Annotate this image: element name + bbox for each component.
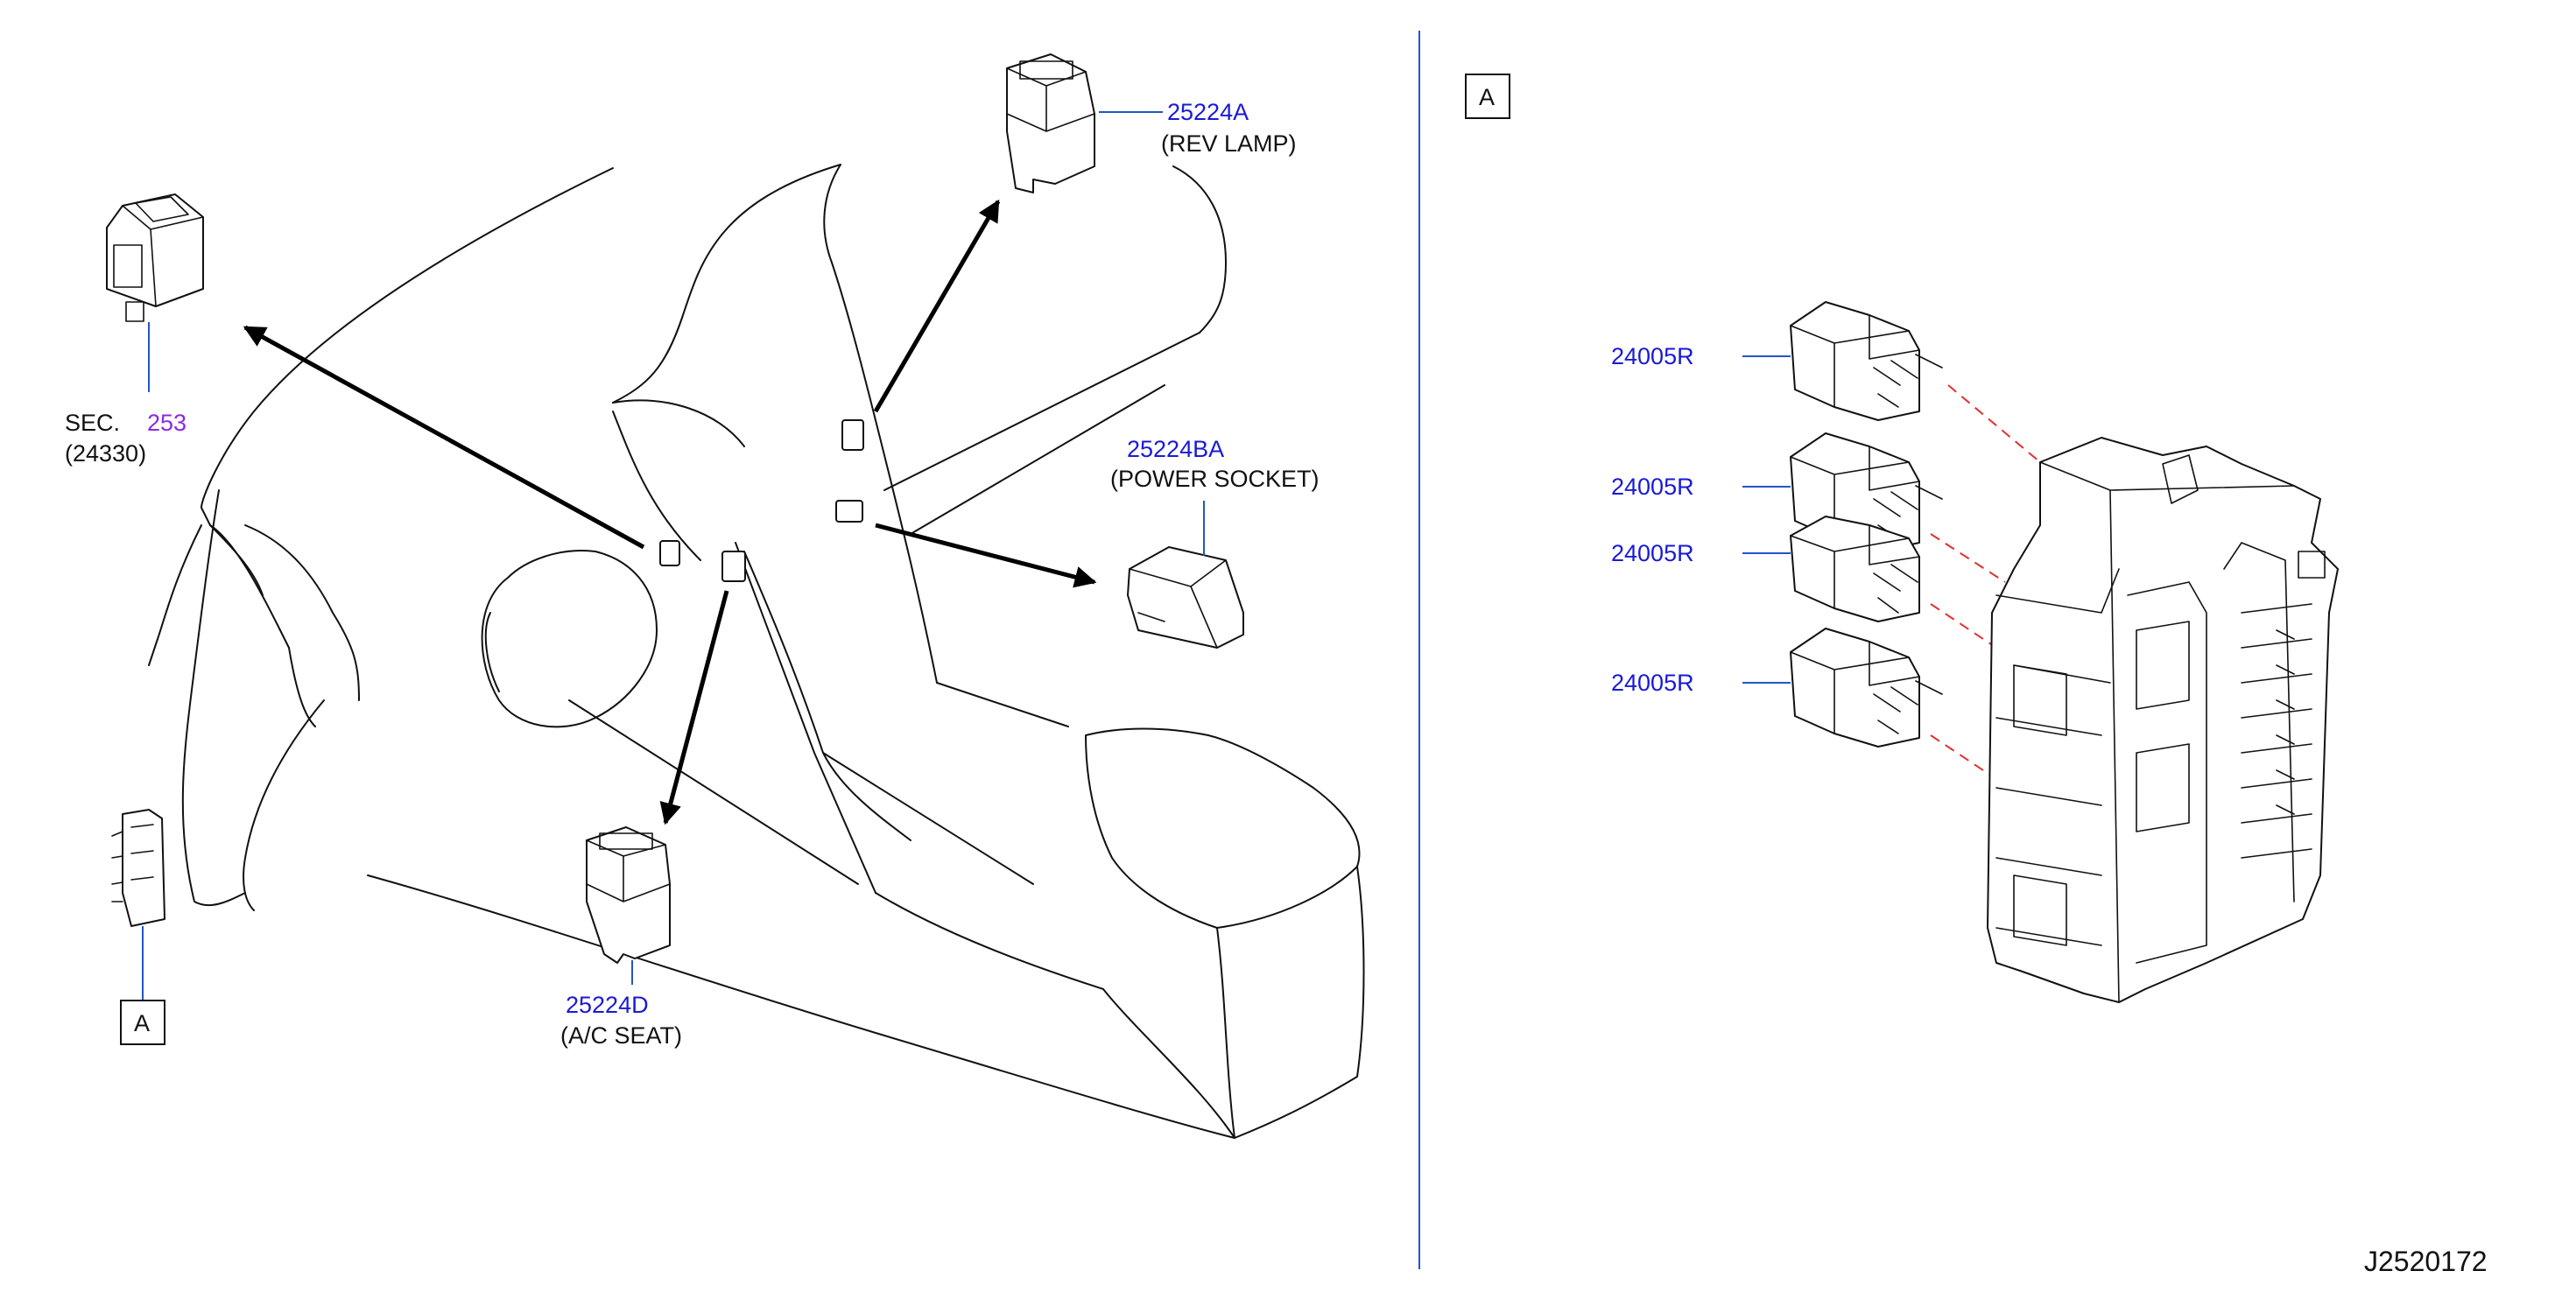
- relay-location-markers: [659, 419, 864, 582]
- power-socket-part-number[interactable]: 25224BA: [1127, 436, 1224, 462]
- relay-1-part[interactable]: [1742, 301, 1943, 421]
- location-arrows: [243, 199, 1097, 825]
- rev-lamp-relay-part[interactable]: [1006, 53, 1163, 193]
- control-unit-part[interactable]: [106, 193, 204, 392]
- relay-4-part[interactable]: [1742, 628, 1943, 748]
- ac-seat-relay-part[interactable]: [586, 826, 671, 985]
- fuse-block-large-part[interactable]: [1987, 437, 2339, 1003]
- sec-number-link[interactable]: 253: [147, 410, 187, 436]
- power-socket-desc: (POWER SOCKET): [1110, 466, 1320, 492]
- fuse-block-small-part[interactable]: [111, 809, 165, 1001]
- ac-seat-part-number[interactable]: 25224D: [566, 992, 649, 1018]
- relay-3-part[interactable]: [1742, 516, 1920, 622]
- view-a-callout-box[interactable]: [120, 1000, 165, 1045]
- dashboard-outline: [148, 164, 1365, 1139]
- rev-lamp-desc: (REV LAMP): [1161, 130, 1297, 157]
- view-a-header-box: [1465, 74, 1510, 119]
- relay-1-part-number[interactable]: 24005R: [1611, 343, 1694, 369]
- relay-2-part-number[interactable]: 24005R: [1611, 474, 1694, 500]
- view-a-callout-label: A: [134, 1010, 150, 1036]
- ac-seat-desc: (A/C SEAT): [560, 1022, 682, 1049]
- rev-lamp-part-number[interactable]: 25224A: [1167, 99, 1249, 125]
- sec-prefix-label: SEC.: [65, 410, 120, 436]
- power-socket-relay-part[interactable]: [1127, 501, 1244, 649]
- relay-3-part-number[interactable]: 24005R: [1611, 540, 1694, 566]
- drawing-code: J2520172: [2364, 1246, 2488, 1277]
- sec-desc-label: (24330): [65, 440, 146, 467]
- relay-4-part-number[interactable]: 24005R: [1611, 670, 1694, 696]
- insertion-guides: [1930, 384, 2041, 780]
- view-a-header-label: A: [1479, 84, 1495, 110]
